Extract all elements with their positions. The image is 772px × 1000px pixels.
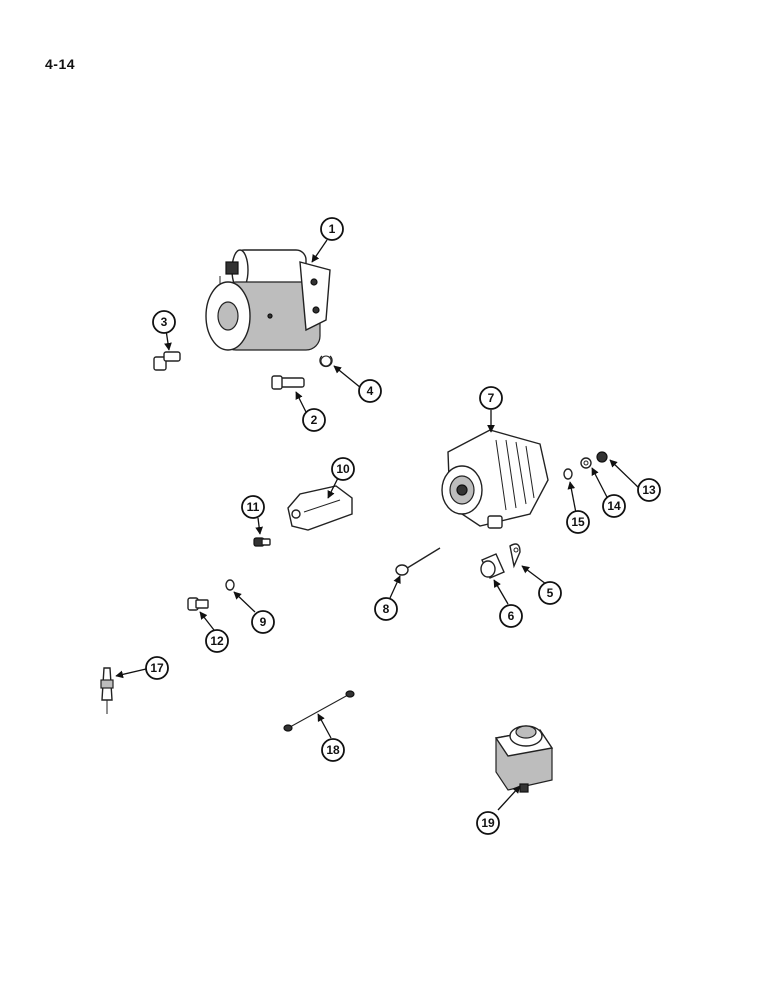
callout-13: 13: [637, 478, 661, 502]
svg-text:8: 8: [383, 602, 390, 616]
relay-unit: [494, 725, 554, 793]
svg-text:17: 17: [150, 661, 164, 675]
callout-9: 9: [251, 610, 275, 634]
svg-text:12: 12: [210, 634, 224, 648]
alternator: [441, 429, 549, 529]
adjusting-bracket: [287, 485, 353, 531]
callout-19: 19: [476, 811, 500, 835]
callout-18: 18: [321, 738, 345, 762]
svg-text:14: 14: [607, 499, 621, 513]
callout-14: 14: [602, 494, 626, 518]
svg-text:11: 11: [247, 500, 260, 514]
svg-text:13: 13: [642, 483, 656, 497]
callout-1: 1: [320, 217, 344, 241]
nut-13: [596, 451, 608, 463]
svg-text:19: 19: [481, 816, 495, 830]
callout-6: 6: [499, 604, 523, 628]
callout-5: 5: [538, 581, 562, 605]
svg-text:10: 10: [336, 462, 350, 476]
callout-7: 7: [479, 386, 503, 410]
svg-text:6: 6: [508, 609, 515, 623]
callout-3: 3: [152, 310, 176, 334]
svg-text:1: 1: [329, 222, 336, 236]
washer-15: [563, 468, 573, 480]
tab-washer: [509, 543, 521, 569]
callout-8: 8: [374, 597, 398, 621]
glow-plug: [100, 667, 114, 714]
svg-text:2: 2: [311, 413, 318, 427]
svg-text:9: 9: [260, 615, 267, 629]
callout-4: 4: [358, 379, 382, 403]
callout-17: 17: [145, 656, 169, 680]
svg-text:7: 7: [488, 391, 495, 405]
svg-text:5: 5: [547, 586, 554, 600]
spacer: [480, 553, 505, 579]
callout-11: 11: [241, 495, 265, 519]
callout-2: 2: [302, 408, 326, 432]
through-bolt: [395, 547, 441, 576]
callout-15: 15: [566, 510, 590, 534]
bolt-12: [187, 597, 209, 611]
bolt-2: [271, 375, 305, 390]
washer-14: [580, 457, 592, 469]
leader-lines: [115, 239, 641, 811]
bolt-3: [153, 351, 181, 371]
callout-10: 10: [331, 457, 355, 481]
lock-washer-4: [319, 355, 333, 368]
callout-12: 12: [205, 629, 229, 653]
cable: [283, 690, 355, 732]
svg-text:4: 4: [367, 384, 374, 398]
svg-text:3: 3: [161, 315, 168, 329]
starter-motor: [205, 249, 331, 351]
page-number: 4-14: [45, 56, 76, 72]
svg-text:18: 18: [326, 743, 340, 757]
svg-text:15: 15: [571, 515, 585, 529]
washer-9: [225, 579, 235, 591]
bolt-11: [253, 537, 271, 547]
